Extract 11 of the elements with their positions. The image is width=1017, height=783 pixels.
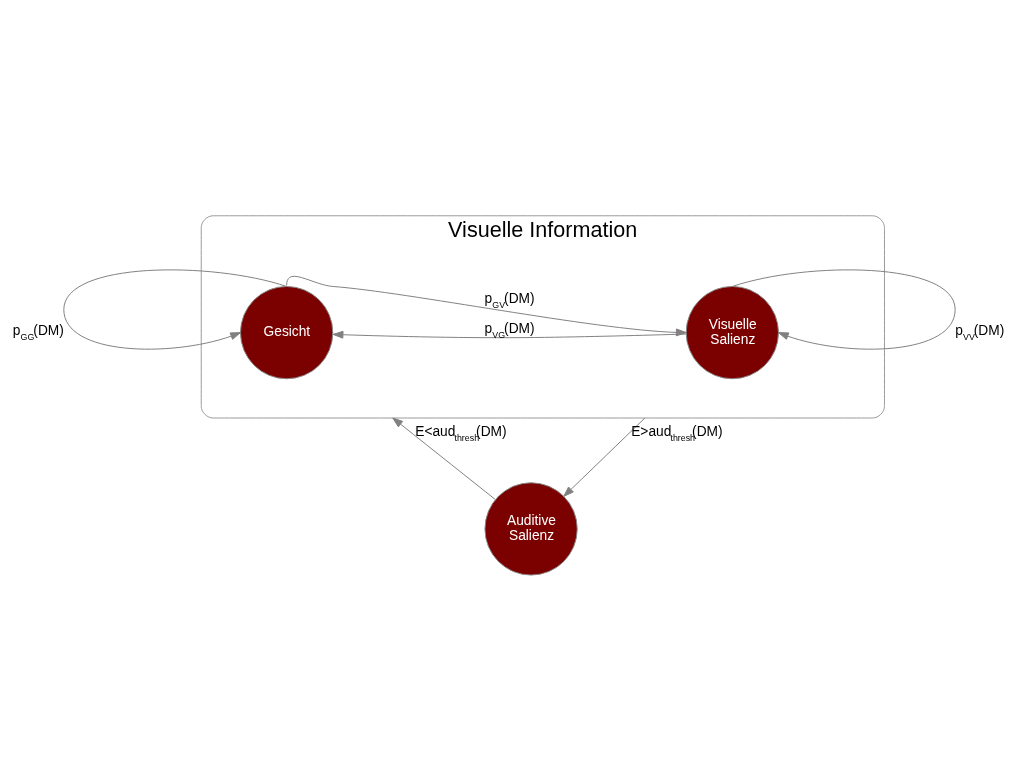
edge-label: p$_{VV}$(DM) xyxy=(955,323,1005,343)
edge-label: p$_{VG}$(DM) xyxy=(484,320,535,340)
edge-label: E<aud$_{thresh}$(DM) xyxy=(415,423,507,443)
arrow xyxy=(392,417,496,500)
node-circle: Gesicht xyxy=(240,285,334,380)
edge-label: p$_{GV}$(DM) xyxy=(484,291,535,311)
arrow xyxy=(563,417,646,497)
edge-label: E>aud$_{thresh}$(DM) xyxy=(631,423,723,443)
node-circle: Auditive Salienz xyxy=(484,482,578,576)
edge-label: p$_{GG}$(DM) xyxy=(12,323,64,343)
node-circle: Visuelle Salienz xyxy=(685,285,779,380)
